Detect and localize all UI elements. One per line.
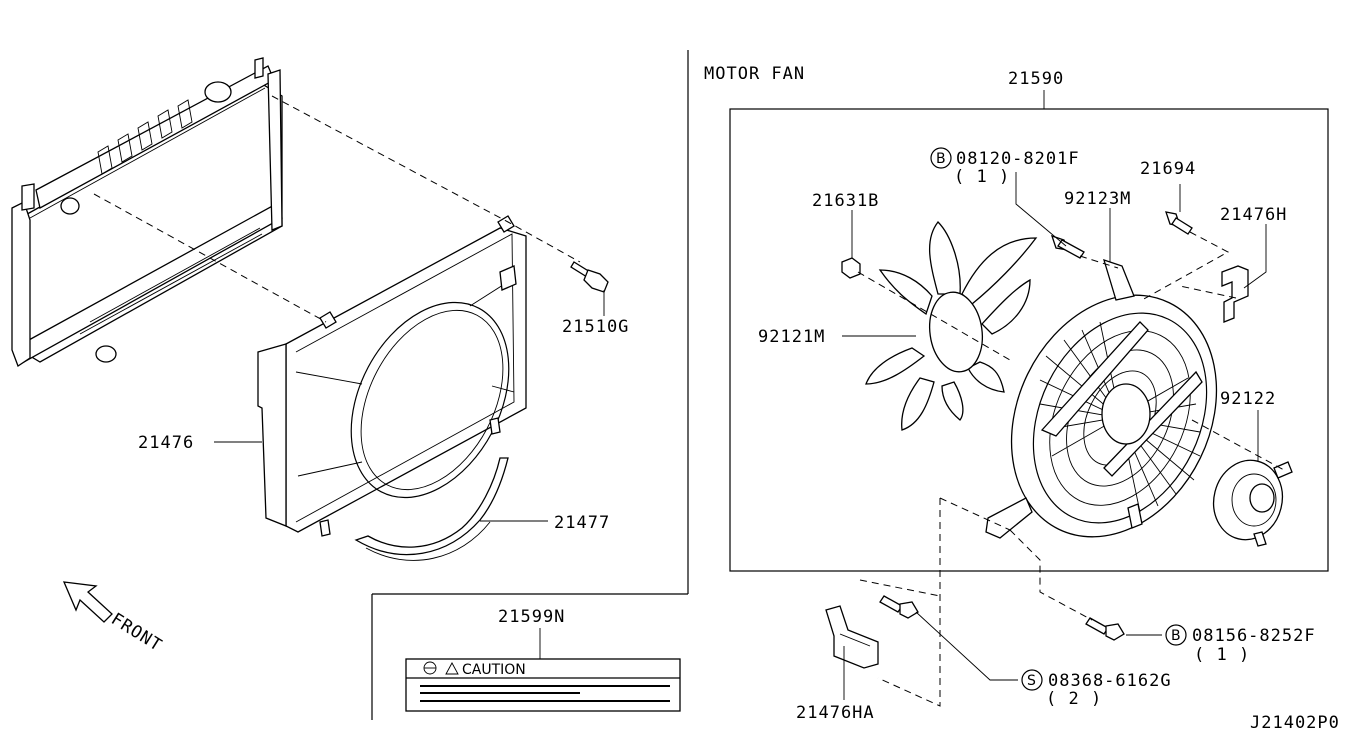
part-label-21599N[interactable]: 21599N [498, 607, 565, 627]
s1-qty: ( 2 ) [1046, 689, 1102, 709]
motor-fan-dashed-leaders [857, 231, 1285, 707]
b-circle-icon [1165, 624, 1187, 646]
part-label-b-08156-8252F[interactable]: B 08156-8252F ( 1 ) [1165, 624, 1316, 665]
lower-shroud-illustration[interactable] [354, 457, 509, 561]
front-label: FRONT [107, 609, 165, 656]
s-prefix: S [1027, 673, 1036, 689]
screw-08156-8252F-illustration[interactable] [1085, 617, 1125, 641]
part-label-92121M[interactable]: 92121M [758, 327, 825, 347]
caution-label-text: CAUTION [462, 662, 526, 678]
part-label-92123M[interactable]: 92123M [1064, 189, 1131, 209]
radiator-illustration[interactable] [11, 57, 283, 367]
b2-code: 08156-8252F [1192, 626, 1316, 646]
bracket-21476HA-illustration[interactable] [825, 605, 879, 669]
b-circle-icon [930, 147, 952, 169]
part-label-21476HA[interactable]: 21476HA [796, 703, 875, 723]
part-label-92122[interactable]: 92122 [1220, 389, 1276, 409]
radiator-dashed-leaders [93, 95, 581, 323]
motor-fan-assembly-box [729, 108, 1329, 572]
bracket-21476H-illustration[interactable] [1221, 265, 1249, 323]
s1-code: 08368-6162G [1048, 671, 1172, 691]
part-label-21694[interactable]: 21694 [1140, 159, 1196, 179]
part-label-b-08120-8201F[interactable]: B 08120-8201F ( 1 ) [930, 147, 1080, 187]
front-arrow-icon [62, 581, 113, 623]
bolt-21510G-illustration[interactable] [570, 261, 609, 293]
screw-08368-6162G-illustration[interactable] [879, 595, 919, 619]
nut-21631B-illustration[interactable] [841, 257, 861, 279]
part-label-21631B[interactable]: 21631B [812, 191, 879, 211]
b-prefix: B [936, 151, 946, 167]
diagram-code: J21402P0 [1250, 713, 1340, 733]
caution-label-illustration[interactable] [405, 658, 681, 712]
part-label-21590[interactable]: 21590 [1008, 69, 1064, 89]
part-label-21476[interactable]: 21476 [138, 433, 194, 453]
part-label-21477[interactable]: 21477 [554, 513, 610, 533]
label-leader-lines [214, 90, 1267, 700]
part-label-21510G[interactable]: 21510G [562, 317, 629, 337]
b1-qty: ( 1 ) [954, 167, 1010, 187]
section-dividers [371, 50, 689, 720]
screw-08120-8201F-illustration[interactable] [1050, 234, 1085, 259]
fan-blade-illustration[interactable] [865, 221, 1038, 431]
fan-shroud-illustration[interactable] [257, 215, 541, 537]
b2-qty: ( 1 ) [1194, 645, 1250, 665]
part-label-s-08368-6162G[interactable]: S 08368-6162G ( 2 ) [1021, 669, 1172, 709]
s-circle-icon [1021, 669, 1043, 691]
section-title: MOTOR FAN [704, 64, 805, 84]
screw-21694-illustration[interactable] [1165, 211, 1193, 235]
b1-code: 08120-8201F [956, 149, 1080, 169]
fan-housing-illustration[interactable] [972, 258, 1255, 571]
b-prefix: B [1171, 628, 1181, 644]
fan-motor-illustration[interactable] [1205, 453, 1293, 547]
part-label-21476H[interactable]: 21476H [1220, 205, 1287, 225]
